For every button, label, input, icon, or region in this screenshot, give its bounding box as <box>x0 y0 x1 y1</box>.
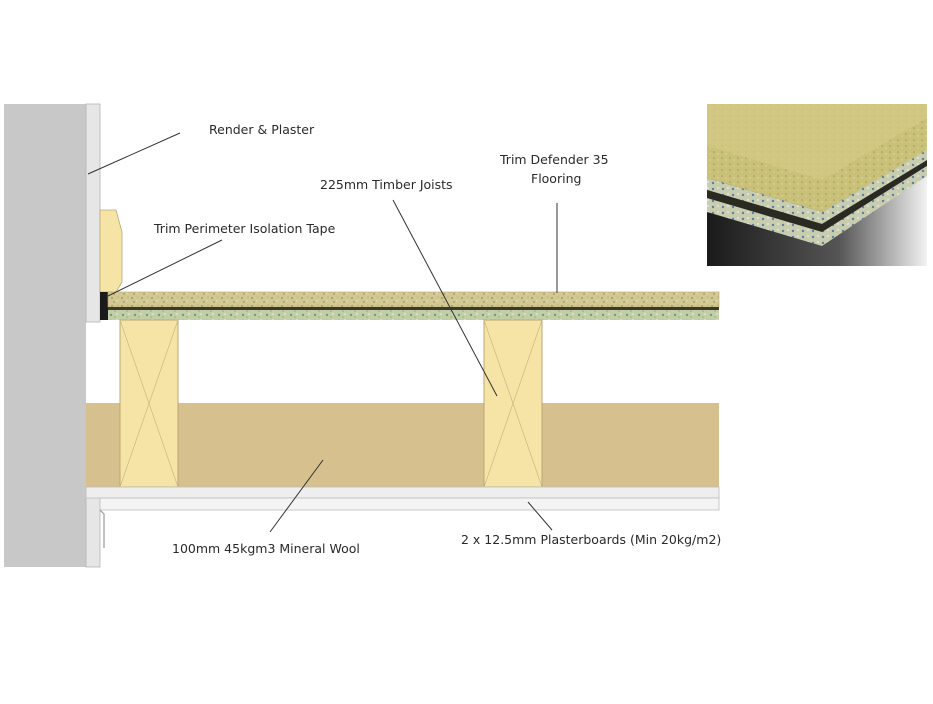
chipboard-layer <box>107 291 720 308</box>
label-defender-line1: Trim Defender 35 <box>499 152 609 167</box>
plasterboard-upper <box>85 486 720 499</box>
timber-joist-left <box>119 319 179 488</box>
leader-mineral-wool <box>269 459 324 533</box>
label-isolation-tape: Trim Perimeter Isolation Tape <box>153 221 336 236</box>
mineral-wool-layer <box>86 403 719 487</box>
masonry-wall <box>4 104 86 567</box>
label-render-plaster: Render & Plaster <box>209 122 315 137</box>
render-plaster-layer <box>85 103 101 323</box>
skirting-board <box>99 209 123 293</box>
label-timber-joists: 225mm Timber Joists <box>320 177 453 192</box>
leader-render-plaster <box>87 132 181 175</box>
foam-underlay-layer <box>108 310 719 320</box>
label-defender-line2: Flooring <box>531 171 581 186</box>
plasterboard-lower <box>99 497 720 511</box>
leader-timber-joists <box>392 199 498 397</box>
leader-plasterboards <box>527 501 553 531</box>
label-mineral-wool: 100mm 45kgm3 Mineral Wool <box>172 541 360 556</box>
product-photo <box>707 104 927 266</box>
flooring-membrane <box>108 307 719 310</box>
ceiling-bead <box>99 509 105 548</box>
timber-joist-right <box>483 319 543 488</box>
perimeter-isolation-tape <box>100 292 108 320</box>
label-plasterboards: 2 x 12.5mm Plasterboards (Min 20kg/m2) <box>461 532 721 547</box>
render-plaster-lower <box>85 496 101 568</box>
leader-isolation-tape <box>107 239 223 297</box>
